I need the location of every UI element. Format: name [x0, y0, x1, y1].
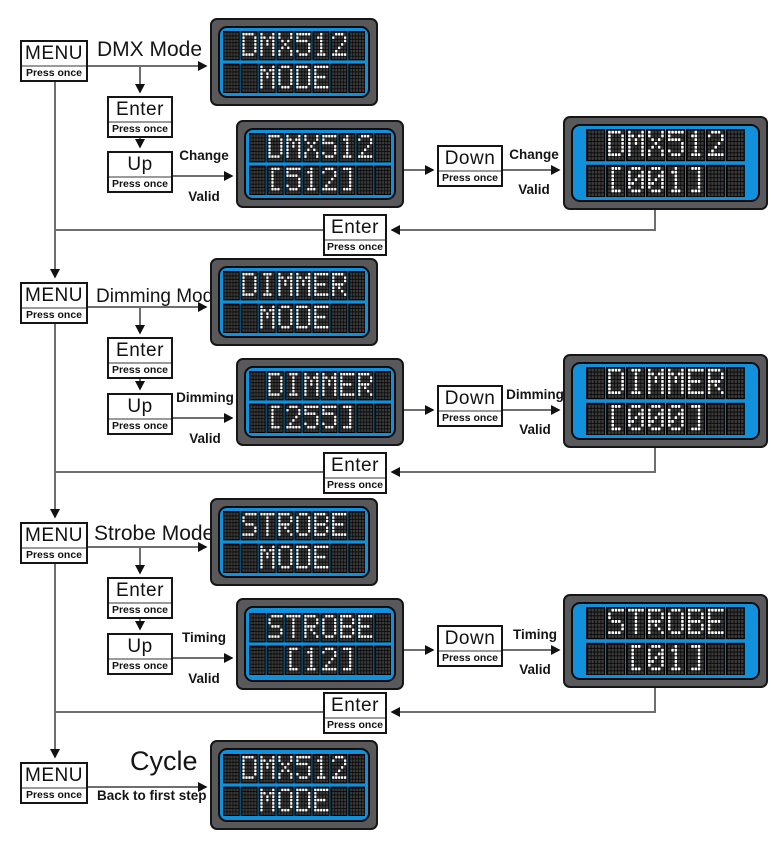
lcd-strobe-down [563, 594, 768, 688]
down-button-label: Down [444, 628, 496, 649]
back-to-first-step-label: Back to first step [97, 788, 207, 803]
enter-button-dimming: Enter Press once [107, 337, 173, 379]
lcd-dimming-up [236, 358, 404, 446]
enter-button-label: Enter [116, 99, 164, 120]
menu-button-label: MENU [25, 285, 83, 306]
press-once-label: Press once [325, 239, 385, 253]
lcd-screen [571, 602, 760, 680]
press-once-label: Press once [325, 477, 385, 491]
up-button-label: Up [127, 396, 153, 417]
effect-line-2: Valid [518, 182, 550, 197]
down-button-strobe: Down Press once [437, 625, 503, 667]
menu-button-strobe: MENU Press once [20, 522, 88, 564]
effect-line-2: Valid [188, 671, 220, 686]
effect-line-2: Valid [519, 422, 551, 437]
press-once-label: Press once [22, 307, 86, 322]
press-once-label: Press once [22, 547, 86, 562]
enter-button-label: Enter [331, 217, 379, 238]
down-button-dmx: Down Press once [437, 145, 503, 187]
up-button-dmx: Up Press once [107, 151, 173, 193]
lcd-dimming-down [563, 354, 768, 448]
cycle-label: Cycle [130, 746, 198, 776]
lcd-dmx-down [563, 116, 768, 210]
change-valid-label-down-dmx: Change Valid [505, 147, 563, 197]
effect-line-1: Dimming [176, 390, 234, 405]
effect-line-1: Dimming [506, 387, 564, 402]
menu-button-cycle: MENU Press once [20, 762, 88, 804]
lcd-screen [571, 362, 760, 440]
effect-line-1: Timing [181, 630, 226, 645]
dmx-mode-label: DMX Mode [97, 38, 203, 61]
press-once-label: Press once [325, 717, 385, 731]
lcd-dimming-mode [210, 258, 378, 346]
dimming-valid-label-down: Dimming Valid [504, 387, 566, 437]
menu-button-label: MENU [25, 765, 83, 786]
menu-button-label: MENU [25, 43, 83, 64]
press-once-label: Press once [439, 650, 501, 665]
enter-button-dmx: Enter Press once [107, 96, 173, 138]
dimming-valid-label-up: Dimming Valid [174, 390, 236, 446]
dimming-mode-label: Dimming Mode [96, 286, 224, 307]
press-once-label: Press once [109, 362, 171, 377]
press-once-label: Press once [109, 418, 171, 433]
lcd-dmx-up [236, 120, 404, 208]
press-once-label: Press once [109, 602, 171, 617]
menu-button-dimming: MENU Press once [20, 282, 88, 324]
lcd-screen [571, 124, 760, 202]
lcd-screen [218, 506, 370, 578]
down-button-label: Down [444, 148, 496, 169]
menu-button-label: MENU [25, 525, 83, 546]
effect-line-1: Timing [512, 627, 557, 642]
effect-line-1: Change [509, 147, 559, 162]
enter-button-label: Enter [116, 340, 164, 361]
press-once-label: Press once [439, 410, 501, 425]
change-valid-label-up-dmx: Change Valid [174, 148, 234, 204]
effect-line-2: Valid [519, 662, 551, 677]
up-button-label: Up [127, 154, 153, 175]
down-button-dimming: Down Press once [437, 385, 503, 427]
up-button-label: Up [127, 636, 153, 657]
down-button-label: Down [444, 388, 496, 409]
effect-line-2: Valid [188, 189, 220, 204]
press-once-label: Press once [109, 176, 171, 191]
enter-button-strobe: Enter Press once [107, 577, 173, 619]
lcd-screen [218, 26, 370, 98]
lcd-cycle [210, 740, 378, 830]
enter-button-label: Enter [116, 580, 164, 601]
enter-button-label: Enter [331, 455, 379, 476]
menu-button-dmx: MENU Press once [20, 40, 88, 82]
lcd-screen [244, 366, 396, 438]
lcd-strobe-mode [210, 498, 378, 586]
effect-line-2: Valid [189, 431, 221, 446]
press-once-label: Press once [22, 65, 86, 80]
lcd-screen [244, 128, 396, 200]
enter-confirm-button-dimming: Enter Press once [323, 452, 387, 494]
press-once-label: Press once [109, 121, 171, 136]
enter-button-label: Enter [331, 695, 379, 716]
press-once-label: Press once [109, 658, 171, 673]
lcd-screen [244, 606, 396, 682]
enter-confirm-button-strobe: Enter Press once [323, 692, 387, 734]
press-once-label: Press once [22, 787, 86, 802]
lcd-dmx-mode [210, 18, 378, 106]
timing-valid-label-up: Timing Valid [176, 630, 232, 686]
strobe-mode-label: Strobe Mode [94, 522, 215, 545]
up-button-strobe: Up Press once [107, 633, 173, 675]
lcd-screen [218, 266, 370, 338]
timing-valid-label-down: Timing Valid [506, 627, 564, 677]
enter-confirm-button-dmx: Enter Press once [323, 214, 387, 256]
lcd-strobe-up [236, 598, 404, 690]
effect-line-1: Change [179, 148, 229, 163]
lcd-screen [218, 748, 370, 822]
up-button-dimming: Up Press once [107, 393, 173, 435]
press-once-label: Press once [439, 170, 501, 185]
